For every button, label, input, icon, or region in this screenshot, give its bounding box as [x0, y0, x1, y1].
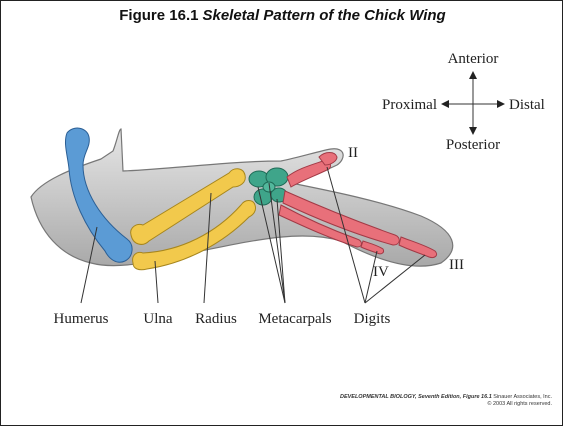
credit-publisher: Sinauer Associates, Inc. — [492, 394, 552, 400]
ulna-label: Ulna — [143, 311, 173, 327]
radius-label: Radius — [195, 311, 237, 327]
digits-label: Digits — [354, 311, 391, 327]
distal-label: Distal — [509, 97, 545, 113]
credit-source: DEVELOPMENTAL BIOLOGY, Seventh Edition, … — [340, 394, 492, 400]
anterior-label: Anterior — [448, 51, 499, 67]
digit-iii-label: III — [449, 257, 464, 273]
credit-rights: © 2003 All rights reserved. — [340, 401, 552, 408]
copyright-credit: DEVELOPMENTAL BIOLOGY, Seventh Edition, … — [340, 394, 552, 408]
limb-outline — [31, 129, 453, 266]
digit-iv-label: IV — [373, 264, 389, 280]
orientation-compass: Anterior Posterior Proximal Distal — [382, 51, 545, 153]
proximal-label: Proximal — [382, 97, 437, 113]
posterior-label: Posterior — [446, 137, 500, 153]
humerus-label: Humerus — [54, 311, 109, 327]
metacarpals-label: Metacarpals — [258, 311, 331, 327]
digit-ii-label: II — [348, 145, 358, 161]
